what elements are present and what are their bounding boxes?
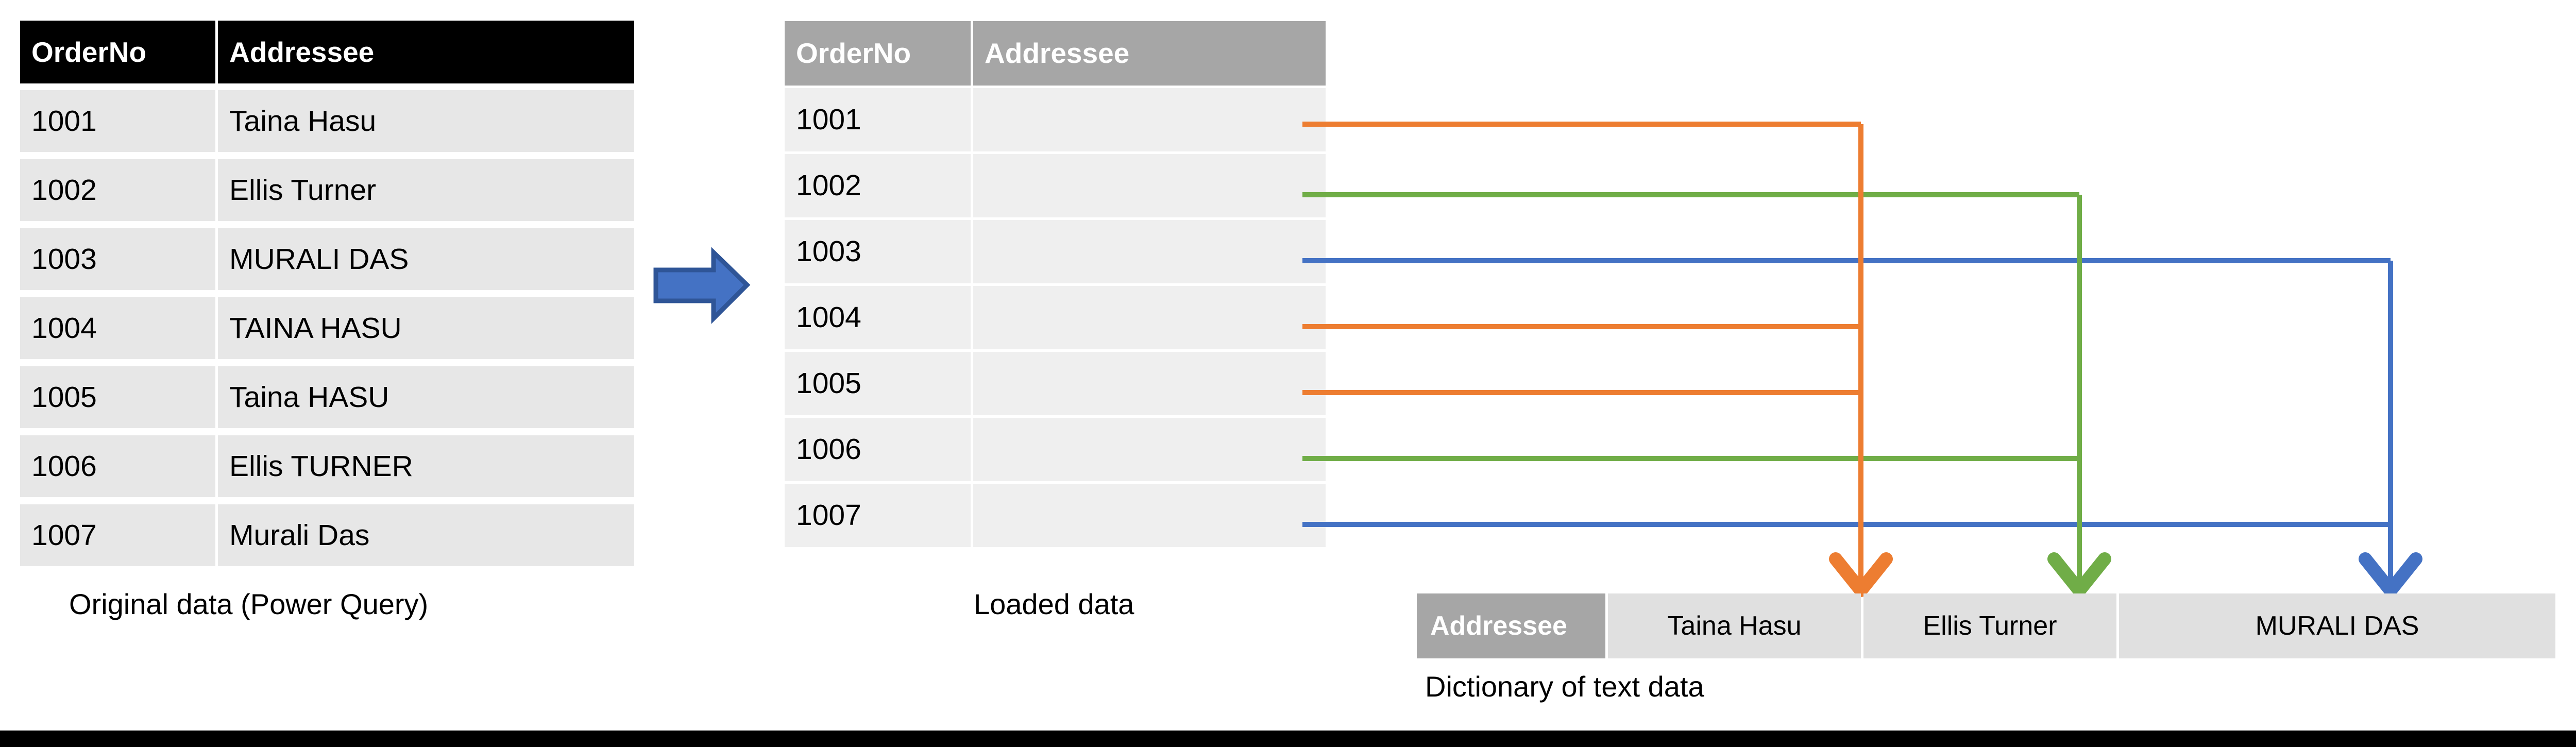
- table-row: [973, 352, 1326, 415]
- table-row: [973, 418, 1326, 481]
- arrowhead-down-icon-green: [2047, 552, 2111, 597]
- table-row: 1007: [785, 484, 971, 547]
- original-data-caption: Original data (Power Query): [69, 588, 429, 620]
- dictionary-value-cell: Ellis Turner: [1863, 593, 2116, 658]
- table-row: 1003: [785, 220, 971, 283]
- table-row: [973, 286, 1326, 349]
- table-row: 1006: [20, 435, 215, 497]
- table-row: 1005: [20, 366, 215, 428]
- table-row: 1002: [785, 154, 971, 217]
- table-row: MURALI DAS: [218, 228, 634, 290]
- table-row: Taina HASU: [218, 366, 634, 428]
- table-row: Murali Das: [218, 504, 634, 566]
- table-row: 1004: [20, 297, 215, 359]
- table-row: [973, 484, 1326, 547]
- table-row: 1007: [20, 504, 215, 566]
- dictionary-value-cell: MURALI DAS: [2119, 593, 2555, 658]
- table-row: [973, 88, 1326, 151]
- table-row: [973, 220, 1326, 283]
- table-row: Ellis TURNER: [218, 435, 634, 497]
- original-header-orderno: OrderNo: [20, 21, 215, 83]
- table-row: 1003: [20, 228, 215, 290]
- bottom-accent-bar: [0, 731, 2576, 747]
- dictionary-header-addressee: Addressee: [1417, 593, 1605, 658]
- table-row: 1002: [20, 159, 215, 221]
- table-row: Taina Hasu: [218, 90, 634, 152]
- loaded-header-orderno: OrderNo: [785, 21, 971, 86]
- table-row: TAINA HASU: [218, 297, 634, 359]
- right-block-arrow-icon: [653, 247, 751, 324]
- table-row: 1001: [20, 90, 215, 152]
- arrowhead-down-icon-orange: [1829, 552, 1893, 597]
- arrowhead-down-icon-blue: [2359, 552, 2422, 597]
- table-row: 1006: [785, 418, 971, 481]
- table-row: 1005: [785, 352, 971, 415]
- loaded-data-caption: Loaded data: [974, 588, 1134, 620]
- table-row: [973, 154, 1326, 217]
- loaded-header-addressee: Addressee: [973, 21, 1326, 86]
- table-row: Ellis Turner: [218, 159, 634, 221]
- table-row: 1004: [785, 286, 971, 349]
- dictionary-value-cell: Taina Hasu: [1608, 593, 1861, 658]
- dictionary-caption: Dictionary of text data: [1425, 670, 1704, 703]
- original-header-addressee: Addressee: [218, 21, 634, 83]
- table-row: 1001: [785, 88, 971, 151]
